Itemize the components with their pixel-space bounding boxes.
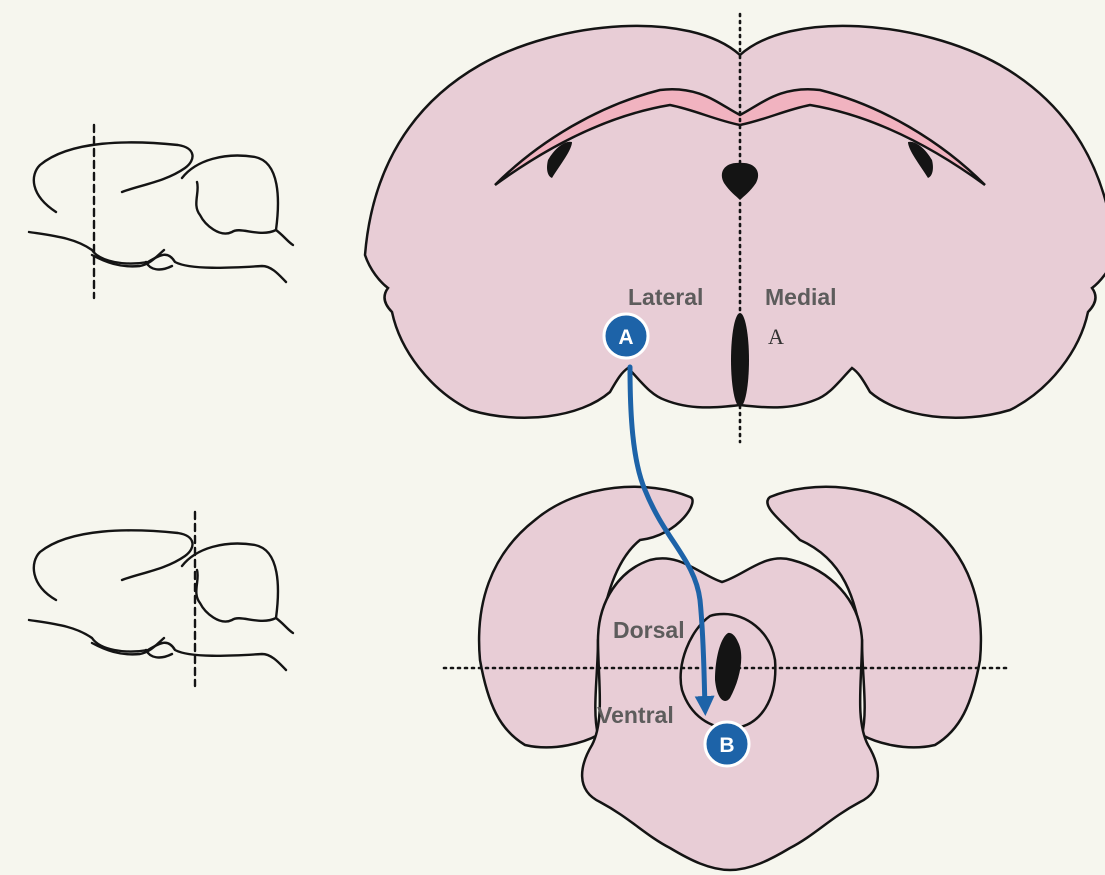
hindbrain-section bbox=[444, 487, 1010, 870]
coronal-forebrain-section bbox=[365, 14, 1105, 442]
marker-a: A bbox=[604, 314, 648, 358]
label-lateral: Lateral bbox=[628, 284, 703, 310]
marker-b: B bbox=[705, 722, 749, 766]
label-dorsal: Dorsal bbox=[613, 617, 685, 643]
label-medial: Medial bbox=[765, 284, 837, 310]
label-small-a: A bbox=[768, 324, 784, 349]
sagittal-sketch-top bbox=[29, 125, 293, 298]
sagittal-sketch-bottom bbox=[29, 512, 293, 686]
label-ventral: Ventral bbox=[597, 702, 674, 728]
marker-a-text: A bbox=[618, 326, 633, 349]
marker-b-text: B bbox=[719, 734, 734, 757]
